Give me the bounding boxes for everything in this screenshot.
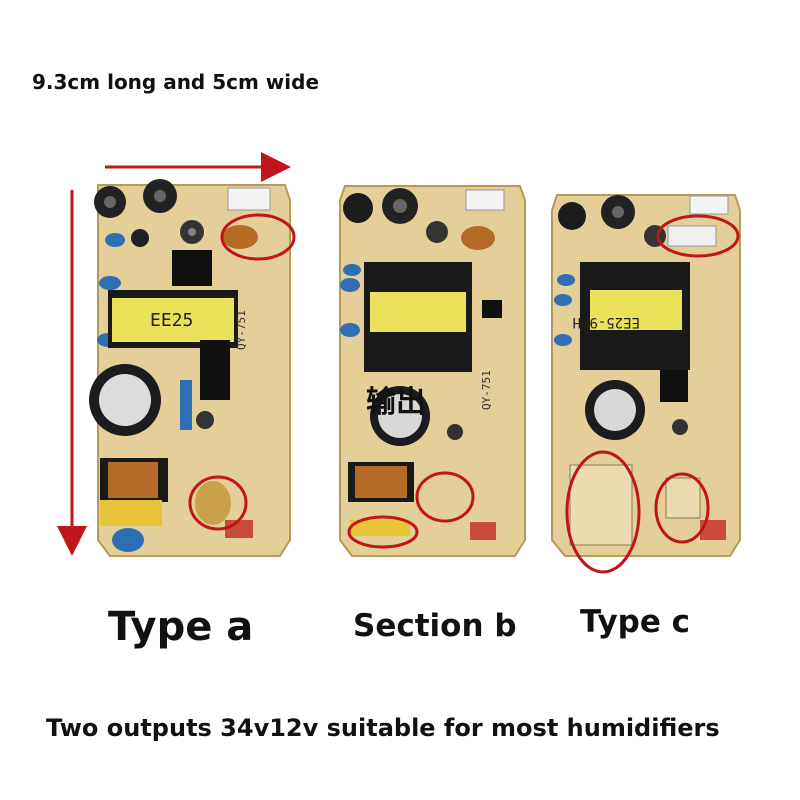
footer-caption: Two outputs 34v12v suitable for most hum… xyxy=(46,714,720,742)
board-section-b: 输出 QY-751 xyxy=(339,185,526,557)
board-text-b: QY-751 xyxy=(480,370,493,410)
type-c-label: Type c xyxy=(580,604,691,640)
dimension-note: 9.3cm long and 5cm wide xyxy=(32,70,320,94)
section-b-label: Section b xyxy=(353,608,517,644)
transformer-label-a: EE25 xyxy=(150,310,193,331)
board-text-a: QY-751 xyxy=(235,310,248,350)
transformer-label-c: EE25-9HH xyxy=(573,314,640,330)
overlay-text-b: 输出 xyxy=(366,385,426,420)
board-type-a: EE25 QY-751 xyxy=(89,179,296,557)
type-a-label: Type a xyxy=(108,604,254,650)
board-type-c: EE25-9HH xyxy=(551,194,741,574)
